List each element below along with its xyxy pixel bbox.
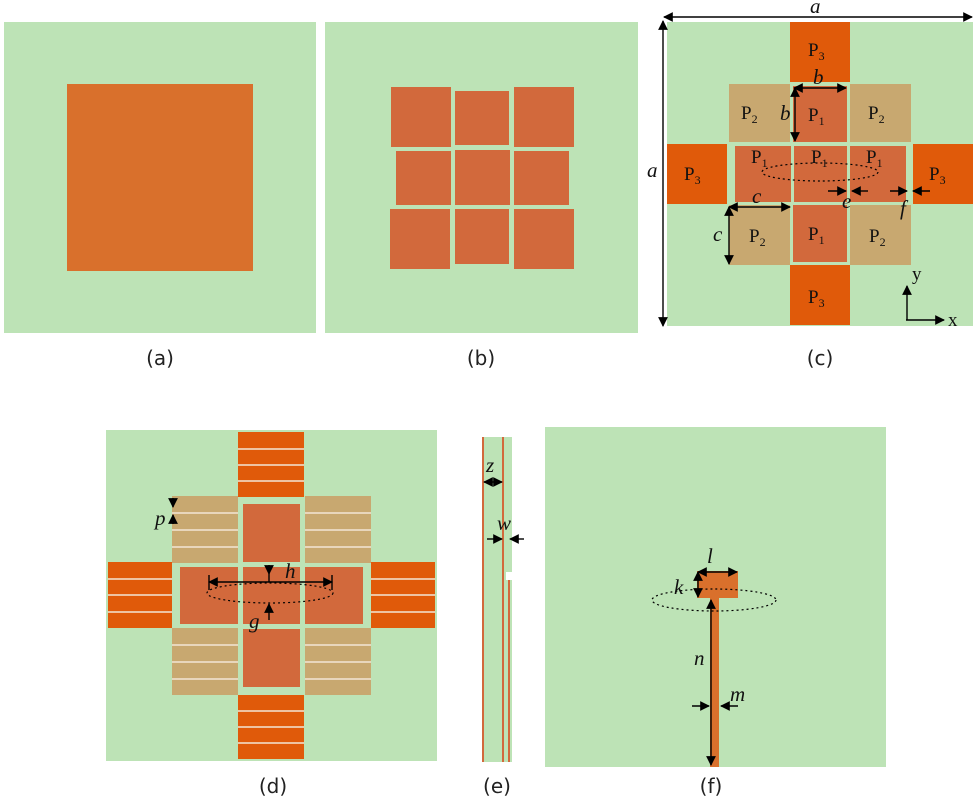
side-feed-metal bbox=[508, 580, 510, 762]
patch-p3-right bbox=[913, 144, 973, 204]
panel-a bbox=[4, 22, 316, 333]
svg-text:P2: P2 bbox=[741, 103, 758, 126]
patch-p2-striped-tl bbox=[172, 496, 238, 563]
dim-label-a-top: a bbox=[810, 0, 821, 18]
sub-patch-8 bbox=[455, 209, 509, 264]
panel-f: l k n m bbox=[545, 427, 886, 767]
dim-label-e: e bbox=[842, 189, 851, 213]
side-top-metal bbox=[482, 437, 484, 762]
dim-label-c-top: c bbox=[752, 184, 762, 208]
caption-b: (b) bbox=[467, 346, 495, 370]
patch-p3-striped-bottom bbox=[238, 695, 304, 759]
sub-patch-3 bbox=[514, 87, 574, 147]
svg-text:P3: P3 bbox=[929, 164, 946, 187]
patch-p1-bottom bbox=[793, 205, 847, 262]
sub-patch-2 bbox=[455, 91, 509, 145]
svg-text:P1: P1 bbox=[751, 147, 768, 170]
dim-label-l: l bbox=[707, 544, 713, 568]
panel-c: P3 P2 P1 P2 P3 P1 P1 P1 P3 P2 P1 P2 P3 bbox=[647, 0, 973, 331]
patch-p1-bottom-d bbox=[243, 629, 300, 687]
patch-p3-striped-left bbox=[108, 562, 172, 628]
dim-label-g: g bbox=[249, 609, 260, 633]
side-middle-metal bbox=[502, 437, 504, 762]
svg-text:P1: P1 bbox=[866, 147, 883, 170]
svg-text:P1: P1 bbox=[811, 147, 828, 170]
patch-p2-tl bbox=[729, 84, 790, 142]
axis-label-y: y bbox=[912, 264, 922, 285]
patch-p1-left bbox=[735, 146, 791, 202]
patch-p1-top-d bbox=[243, 504, 300, 562]
svg-text:P3: P3 bbox=[808, 287, 825, 310]
patch-p2-striped-tr bbox=[305, 496, 371, 563]
patch-p2-br bbox=[850, 205, 911, 265]
patch-labels-c: P3 P2 P1 P2 P3 P1 P1 P1 P3 P2 P1 P2 P3 bbox=[684, 40, 946, 310]
sub-patch-9 bbox=[514, 209, 574, 269]
caption-e: (e) bbox=[483, 774, 511, 798]
dimension-lines-e bbox=[483, 477, 524, 544]
sub-patch-4 bbox=[396, 151, 451, 205]
patch-p2-striped-bl bbox=[172, 628, 238, 695]
feed-stub bbox=[697, 571, 738, 598]
patch-p2-bl bbox=[729, 205, 790, 265]
svg-text:P2: P2 bbox=[749, 226, 766, 249]
caption-a: (a) bbox=[146, 346, 174, 370]
coupling-slot-outline-f bbox=[651, 588, 777, 612]
sub-patch-6 bbox=[514, 151, 569, 205]
axis-label-x: x bbox=[948, 310, 958, 331]
caption-d: (d) bbox=[259, 774, 287, 798]
side-substrate-upper bbox=[482, 437, 502, 762]
dimension-lines-c bbox=[658, 12, 973, 327]
dimension-lines-d bbox=[168, 498, 333, 620]
dim-label-a-left: a bbox=[647, 158, 658, 182]
sub-patch-5 bbox=[455, 150, 510, 205]
svg-text:P3: P3 bbox=[684, 164, 701, 187]
dim-label-z: z bbox=[485, 453, 494, 477]
dim-label-b-top: b bbox=[813, 65, 824, 89]
sub-patch-7 bbox=[390, 209, 450, 269]
dim-label-k: k bbox=[674, 575, 684, 599]
patch-p1-top bbox=[793, 86, 847, 142]
panel-b bbox=[325, 22, 638, 333]
panel-d: h g p bbox=[106, 430, 437, 761]
dim-label-c-left: c bbox=[713, 222, 723, 246]
dim-label-f: f bbox=[900, 196, 909, 220]
svg-text:P1: P1 bbox=[808, 224, 825, 247]
sub-patch-1 bbox=[391, 87, 451, 147]
dim-label-h: h bbox=[285, 559, 296, 583]
patch-p3-striped-top bbox=[238, 432, 304, 497]
dim-label-n: n bbox=[694, 646, 705, 670]
dim-label-b-left: b bbox=[780, 101, 791, 125]
patch-p3-striped-right bbox=[371, 562, 435, 628]
patch-p2-striped-br bbox=[305, 628, 371, 695]
caption-f: (f) bbox=[700, 774, 723, 798]
svg-text:P2: P2 bbox=[868, 103, 885, 126]
panel-e: z w bbox=[482, 437, 524, 762]
patch-p3-top bbox=[790, 22, 850, 82]
dim-label-m: m bbox=[730, 682, 745, 706]
svg-text:P1: P1 bbox=[808, 105, 825, 128]
dim-label-w: w bbox=[497, 511, 511, 535]
patch-p3-bottom bbox=[790, 265, 850, 325]
dimension-lines-f bbox=[692, 567, 738, 766]
patch-p1-right-d bbox=[305, 567, 363, 624]
patch-p3-left bbox=[667, 144, 727, 204]
side-gap bbox=[506, 572, 514, 580]
coupling-slot-outline bbox=[761, 162, 879, 182]
svg-text:P3: P3 bbox=[808, 40, 825, 63]
caption-c: (c) bbox=[807, 346, 834, 370]
svg-text:P2: P2 bbox=[869, 226, 886, 249]
patch-p2-tr bbox=[850, 84, 911, 142]
patch-p1-right bbox=[850, 146, 906, 202]
single-patch bbox=[67, 84, 253, 271]
patch-p1-center-d bbox=[243, 567, 300, 624]
dim-label-p: p bbox=[153, 506, 166, 530]
